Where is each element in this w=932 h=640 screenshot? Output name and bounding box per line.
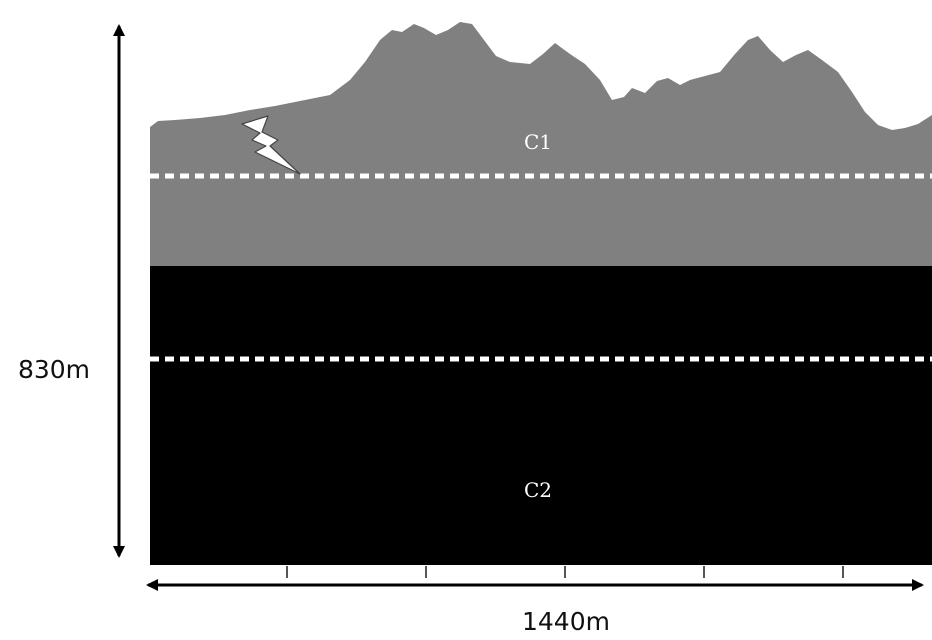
layer-c1-region (150, 22, 932, 267)
height-dimension-label: 830m (18, 355, 90, 384)
layer-c1-label: C1 (524, 130, 552, 154)
layer-c2-label: C2 (524, 478, 552, 502)
lightning-bolt-icon (241, 115, 301, 175)
x-axis-ticks (286, 566, 844, 578)
width-dimension-label: 1440m (522, 607, 610, 636)
layer-c2-region (150, 266, 932, 565)
